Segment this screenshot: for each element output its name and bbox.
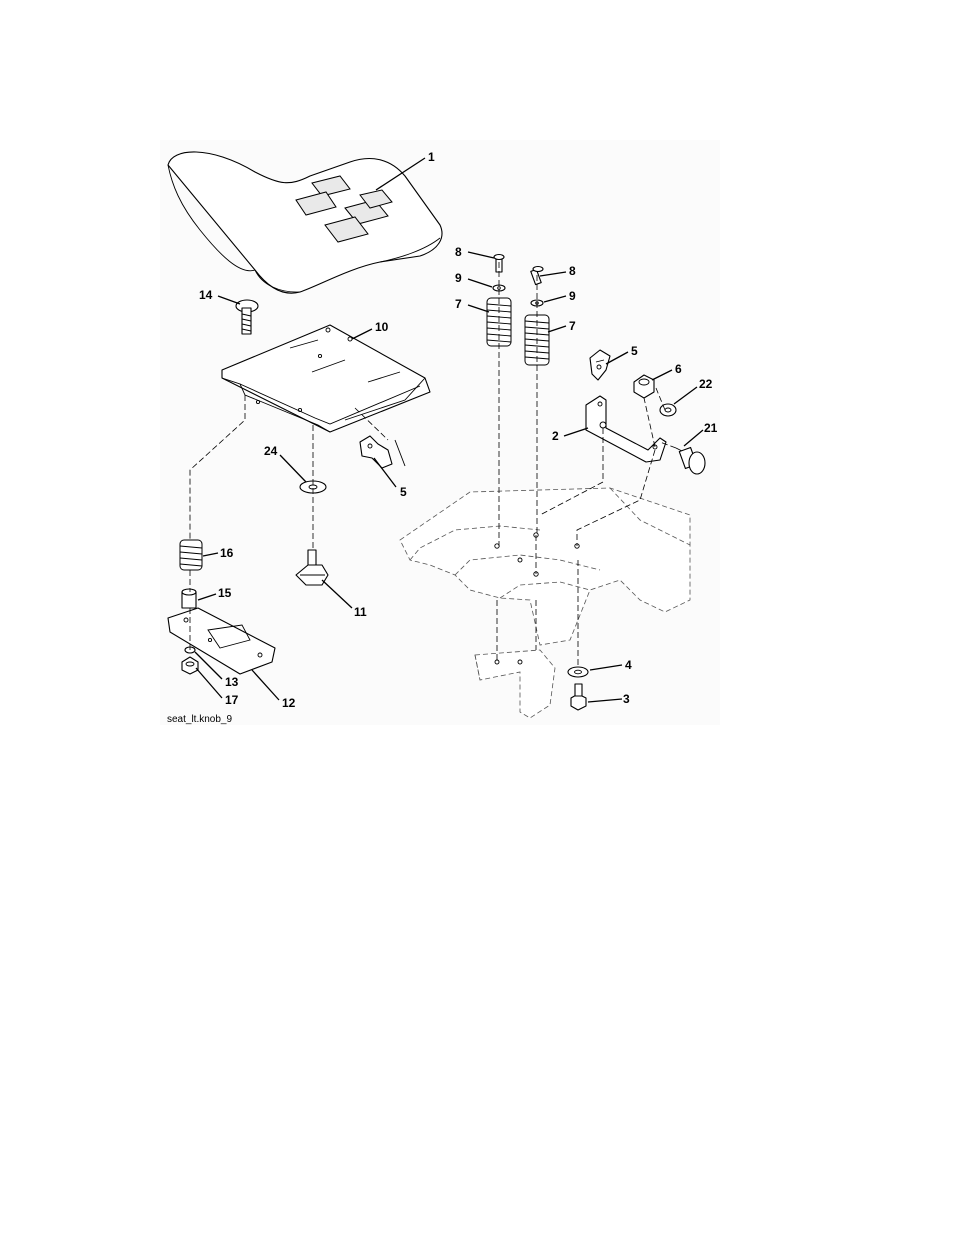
callout-8-left: 8 — [455, 245, 462, 259]
callout-2: 2 — [552, 429, 559, 443]
callout-9-right: 9 — [569, 289, 576, 303]
callout-6: 6 — [675, 362, 682, 376]
callout-11: 11 — [354, 605, 367, 619]
callout-16: 16 — [220, 546, 234, 560]
callout-5-right: 5 — [631, 344, 638, 358]
callout-22: 22 — [699, 377, 713, 391]
callout-3: 3 — [623, 692, 630, 706]
washer-part-22 — [660, 404, 676, 416]
spring-part-16 — [180, 540, 202, 570]
figure-code: seat_lt.knob_9 — [167, 714, 232, 725]
callout-5-left: 5 — [400, 485, 407, 499]
spacer-part — [182, 589, 196, 608]
callout-12: 12 — [282, 696, 296, 710]
callout-7-right: 7 — [569, 319, 576, 333]
callout-4: 4 — [625, 658, 632, 672]
callout-13: 13 — [225, 675, 239, 689]
washer-part-4 — [568, 667, 588, 677]
callout-14: 14 — [199, 288, 213, 302]
callout-21: 21 — [704, 421, 718, 435]
callout-17: 17 — [225, 693, 239, 707]
callout-10: 10 — [375, 320, 389, 334]
callout-7-left: 7 — [455, 297, 462, 311]
callout-15: 15 — [218, 586, 232, 600]
callout-24: 24 — [264, 444, 278, 458]
callout-1: 1 — [428, 150, 435, 164]
callout-9-left: 9 — [455, 271, 462, 285]
callout-8-right: 8 — [569, 264, 576, 278]
